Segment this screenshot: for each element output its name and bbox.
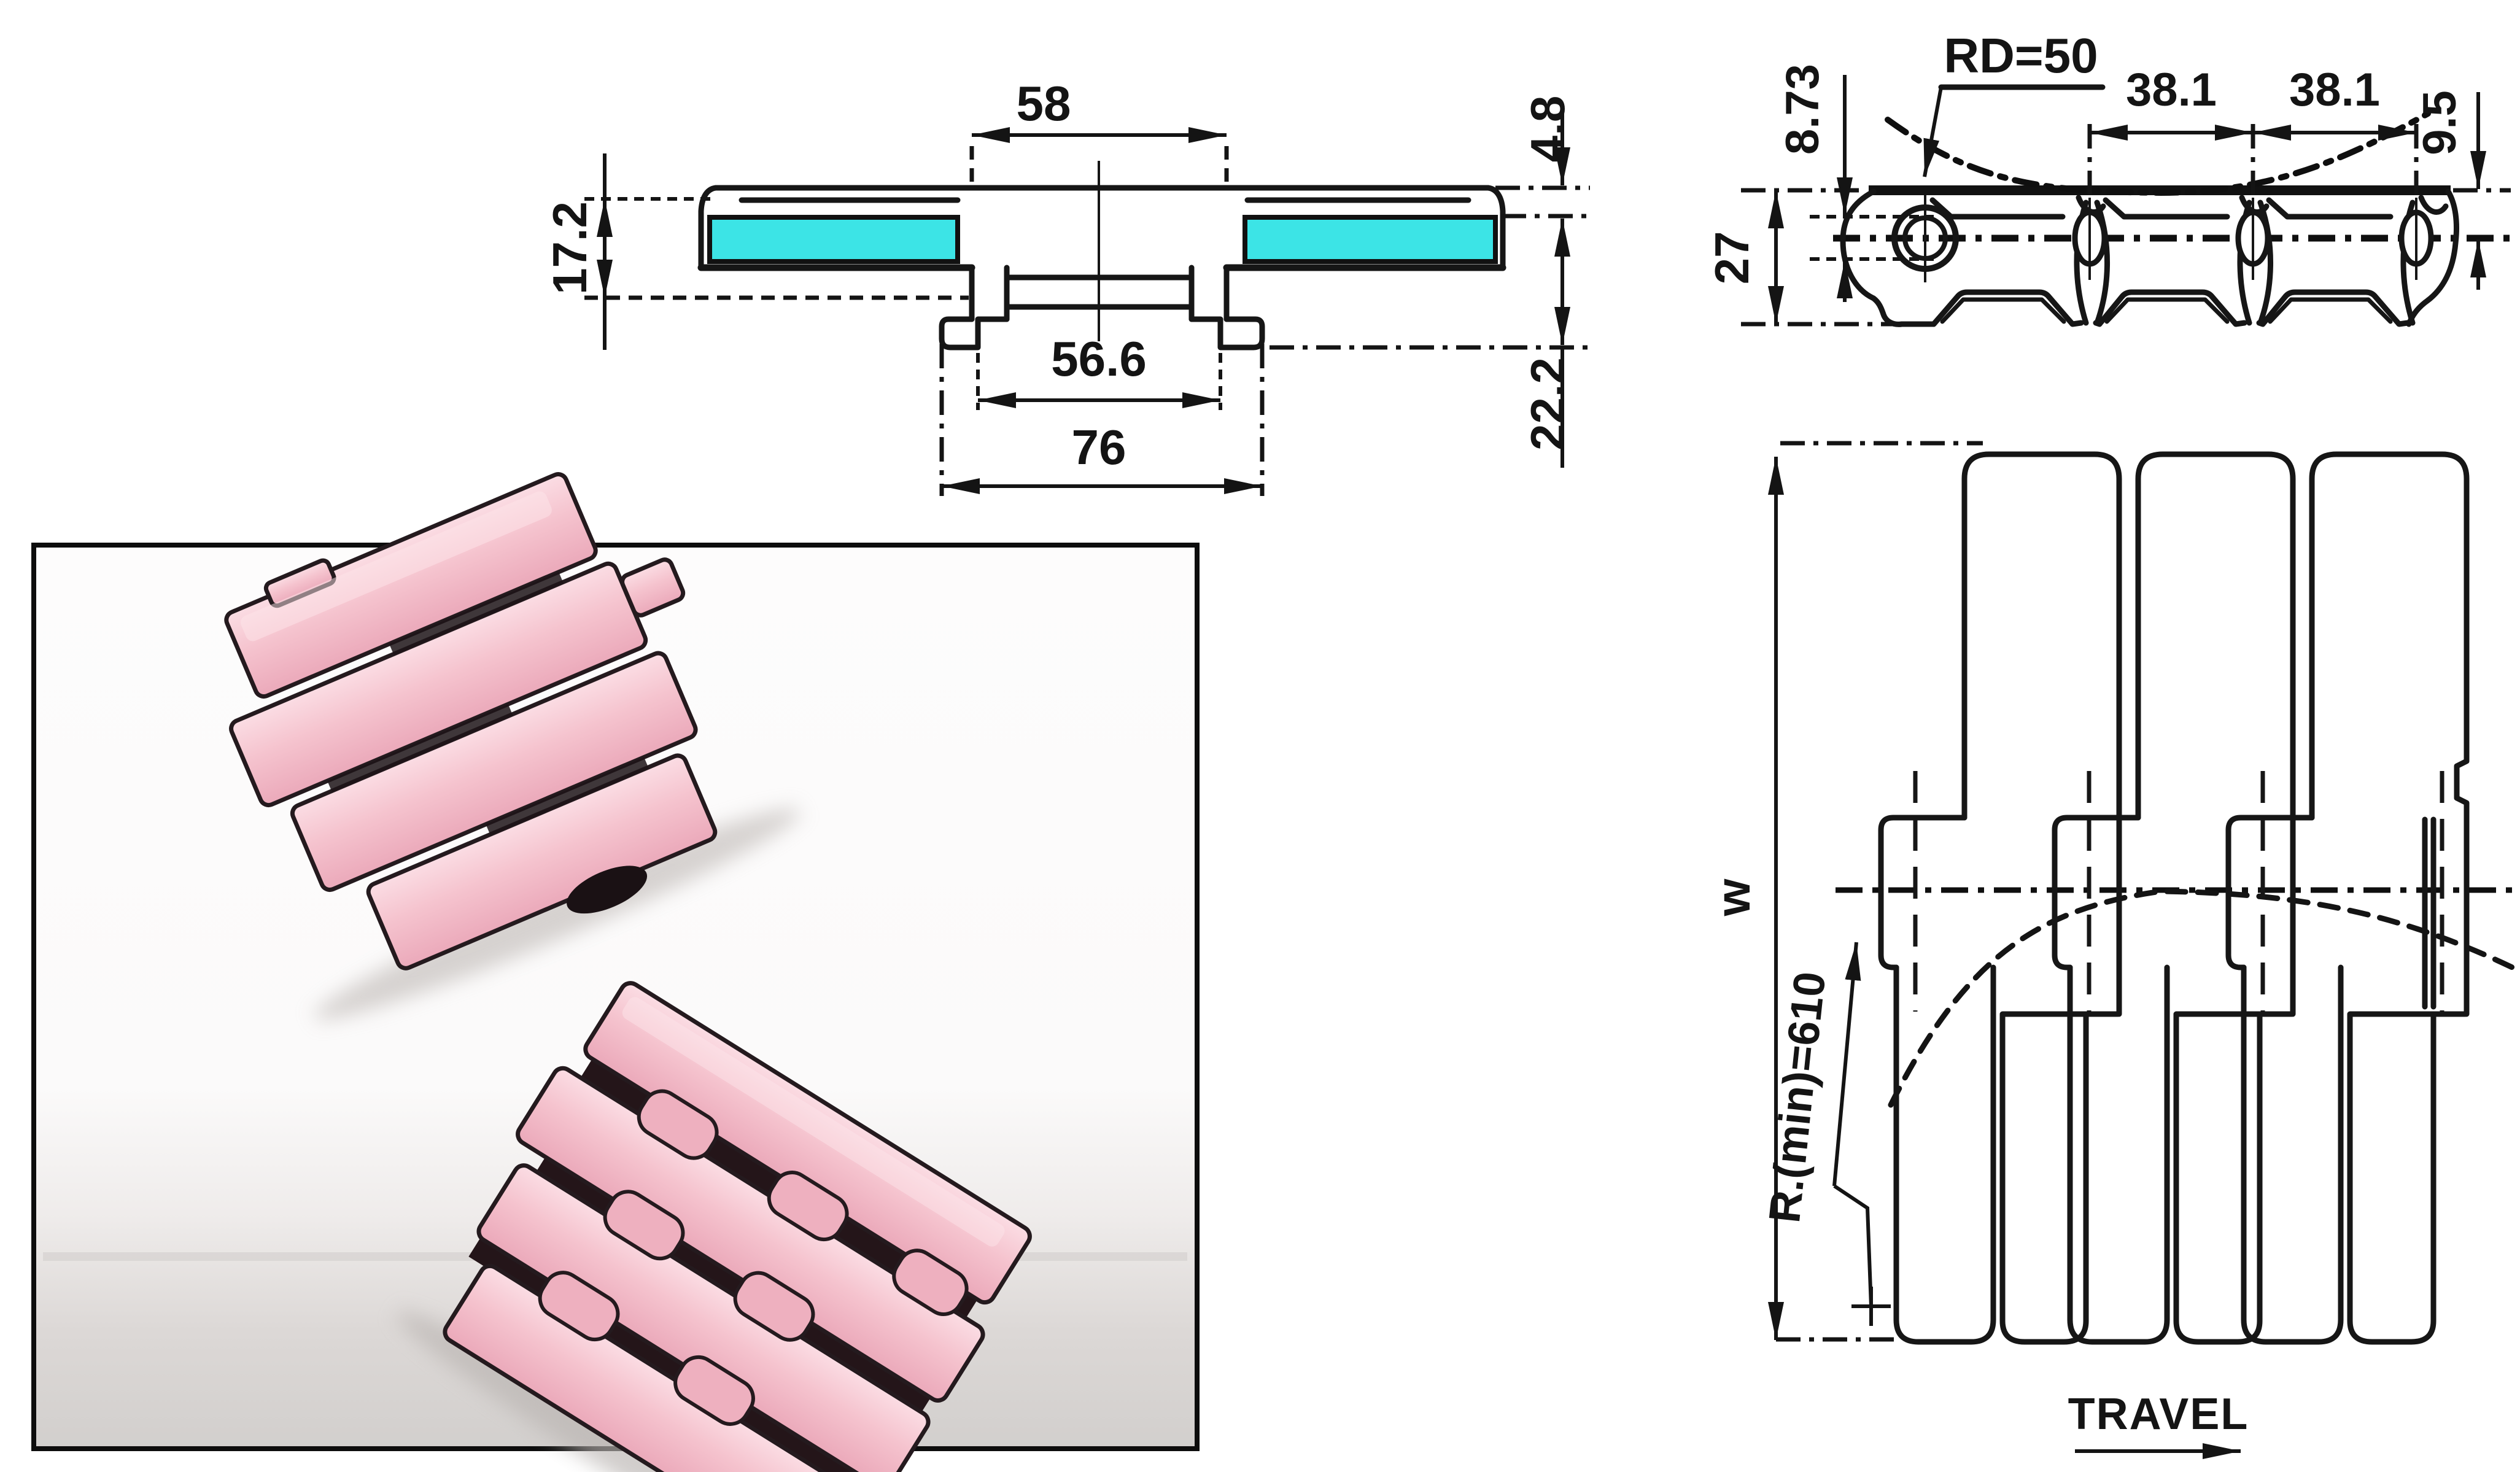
link2-window	[2103, 197, 2230, 220]
plate1-lower-tab	[1893, 964, 1996, 1345]
plate-right-cap	[1485, 185, 1506, 269]
piece-a-highlight	[241, 491, 552, 641]
rd50-label: RD=50	[1944, 28, 2098, 83]
knuckle-bump	[538, 1271, 620, 1342]
photo-panel	[31, 472, 1200, 1472]
rubber-insert-right	[1243, 215, 1498, 264]
flex-arc	[1888, 888, 2520, 1108]
piece-a-shadow	[314, 808, 801, 1020]
chain-piece-top-view	[224, 472, 801, 1020]
rd50-leader	[1923, 87, 1943, 177]
plate3-tongue-tab	[2347, 1011, 2468, 1345]
plan-plate-2	[2052, 451, 2296, 1345]
knuckle-bump	[767, 1171, 849, 1242]
joint3-hook	[2418, 195, 2449, 215]
radius-center-plus	[1851, 1287, 1891, 1326]
dim-8-73-label: 8.73	[1777, 64, 1829, 155]
dim-9-5-label: 9.5	[2414, 90, 2466, 155]
piece-a-dark-blob	[567, 866, 648, 914]
piece-a-crevice-2	[327, 704, 513, 792]
min-radius-zigzag	[1833, 1184, 1873, 1307]
plate3-knuckle	[2225, 815, 2315, 970]
plate-left-cap	[698, 185, 719, 269]
link1-window	[1929, 197, 2066, 220]
lug-right-foot	[1188, 316, 1265, 351]
plan-plate-1	[1878, 451, 2122, 1345]
knuckle-bump	[892, 1249, 969, 1316]
plate2-knuckle	[2052, 815, 2141, 970]
piece-a-side-tab	[620, 557, 686, 618]
dim-58-label: 58	[1017, 76, 1071, 131]
plate1-tongue-tab	[1999, 1011, 2121, 1345]
barrel-outline	[1840, 188, 1905, 327]
plate3-upper-slab	[2309, 451, 2470, 1017]
piece-b-plate-3	[476, 1163, 931, 1472]
dim-56-6-label: 56.6	[1051, 331, 1147, 386]
knuckle-bump	[637, 1089, 719, 1160]
link1-foot	[1899, 289, 2084, 327]
cross-section-view: 58 17.2 4.8 56.6 76 22.2	[543, 76, 1590, 496]
rubber-insert-left	[707, 215, 960, 264]
dim-22-2-label: 22.2	[1521, 357, 1575, 451]
side-view: RD=50 38.1 38.1 8.73 27 9.5	[1705, 28, 2512, 327]
link3-window	[2266, 197, 2394, 220]
dim-76-label: 76	[1072, 420, 1126, 475]
plate2-lower-tab	[2067, 964, 2170, 1345]
link2-foot	[2093, 289, 2247, 327]
link3-foot	[2256, 289, 2411, 327]
travel-label: TRAVEL	[2068, 1390, 2249, 1439]
plan-view: w R	[1706, 441, 2520, 1459]
pitch-right-label: 38.1	[2289, 64, 2380, 116]
min-radius-label: R.(min)=610	[1760, 969, 1835, 1225]
plate1-knuckle	[1878, 815, 1968, 970]
plan-plate-3	[2225, 451, 2470, 1345]
chain-piece-bottom-view	[397, 981, 1032, 1472]
knuckle-bump	[673, 1355, 755, 1426]
plate2-upper-slab	[2135, 451, 2296, 1017]
pitch-left-label: 38.1	[2126, 64, 2217, 116]
dim-4-8-label: 4.8	[1521, 96, 1575, 162]
backflex-curve	[1885, 110, 2431, 196]
min-radius-arrow	[1832, 942, 1861, 1187]
piece-a-crevice-3	[486, 757, 649, 836]
link1-foot-inner	[1940, 297, 2066, 324]
plate1-upper-slab	[1961, 451, 2122, 1017]
right-end-outline	[2406, 188, 2459, 327]
dim-27-label: 27	[1705, 231, 1759, 285]
piece-b-shadow	[397, 1312, 845, 1472]
piece-b-highlight	[622, 997, 1005, 1247]
knuckle-bump	[603, 1190, 685, 1261]
plate3-lower-tab	[2241, 964, 2344, 1345]
knuckle-bump	[733, 1271, 815, 1342]
plate2-tongue-tab	[2173, 1011, 2295, 1345]
piece-b-plate-4	[443, 1263, 850, 1472]
piece-b-knuckles	[538, 1089, 969, 1426]
lug-left-foot	[939, 316, 1010, 351]
dim-17-2-label: 17.2	[543, 201, 597, 295]
piece-a-crevice-1	[389, 571, 564, 656]
width-w-label: w	[1706, 878, 1760, 916]
link3-foot-inner	[2268, 297, 2393, 324]
link2-foot-inner	[2104, 297, 2230, 324]
